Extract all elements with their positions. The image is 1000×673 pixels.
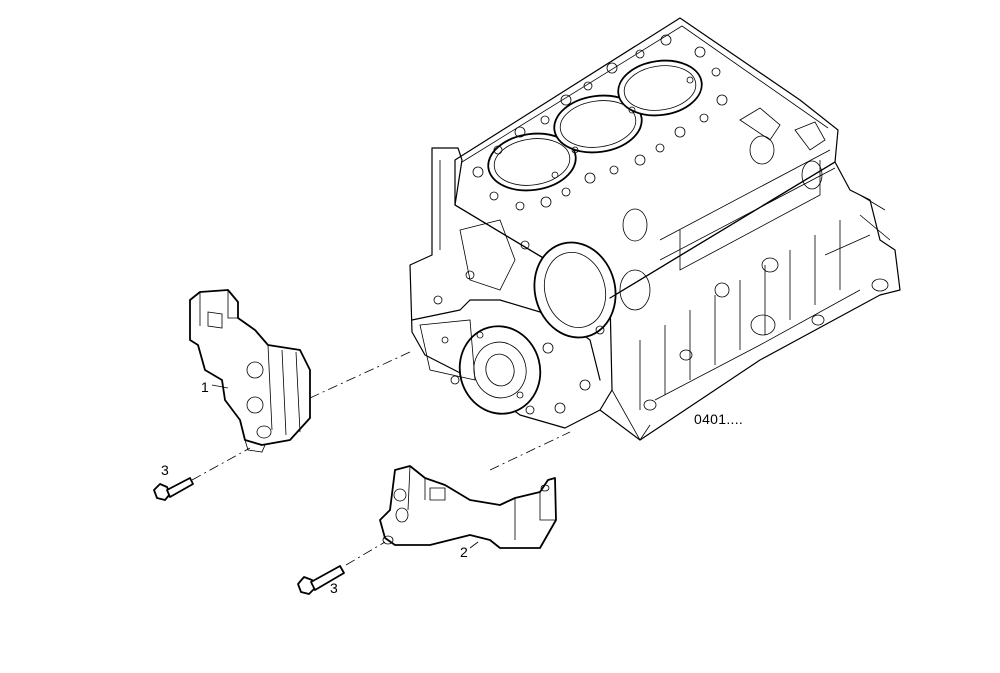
bolt-part-3-upper bbox=[153, 477, 194, 501]
callout-leaders bbox=[211, 384, 479, 549]
callout-3-upper: 3 bbox=[161, 462, 169, 478]
assembly-centerlines bbox=[191, 351, 571, 566]
engine-block bbox=[409, 17, 901, 441]
drawing-reference-code: 0401.... bbox=[694, 411, 744, 427]
callout-1: 1 bbox=[201, 379, 209, 395]
callout-2: 2 bbox=[460, 544, 468, 560]
bracket-part-1 bbox=[189, 289, 311, 453]
callout-3-lower: 3 bbox=[330, 580, 338, 596]
bolt-part-3-lower bbox=[297, 565, 345, 595]
bracket-part-2 bbox=[379, 465, 557, 549]
